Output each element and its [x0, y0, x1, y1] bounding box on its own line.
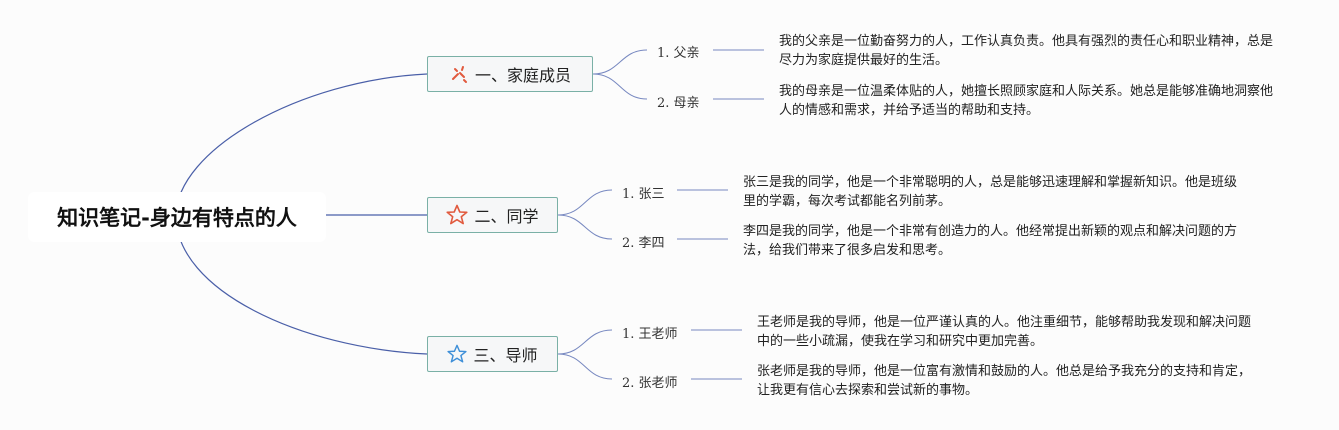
connector-root-to-mentors [175, 215, 428, 355]
subtopic-lisi[interactable]: 2. 李四 [622, 232, 665, 251]
sparkle-icon [449, 64, 469, 84]
star-outline-red-icon [446, 204, 469, 226]
sub-connectors [557, 49, 764, 380]
topic-family-members[interactable]: 一、家庭成员 [427, 56, 593, 92]
subtopic-father[interactable]: 1. 父亲 [657, 42, 700, 61]
root-topic-label: 知识笔记-身边有特点的人 [57, 206, 297, 230]
subtopic-teacher-zhang-label: 2. 张老师 [622, 376, 678, 391]
connector-family-father [592, 49, 648, 75]
topic-mentors-label: 三、导师 [473, 346, 538, 365]
connector-family-mother [592, 73, 648, 100]
connector-classmates-lisi [557, 214, 613, 240]
subtopic-mother[interactable]: 2. 母亲 [657, 92, 700, 111]
topic-classmates-label: 二、同学 [474, 207, 539, 226]
connector-mentors-wang [557, 329, 613, 355]
note-teacher-zhang: 张老师是我的导师，他是一位富有激情和鼓励的人。他总是给予我充分的支持和肯定，让我… [757, 364, 1252, 398]
star-outline-blue-icon [447, 344, 468, 364]
main-connectors [175, 73, 428, 355]
subtopic-father-label: 1. 父亲 [657, 46, 700, 61]
subtopic-lisi-label: 2. 李四 [622, 236, 665, 251]
note-mother: 我的母亲是一位温柔体贴的人，她擅长照顾家庭和人际关系。她总是能够准确地洞察他人的… [779, 84, 1274, 118]
connector-root-to-family [175, 73, 428, 217]
topic-mentors[interactable]: 三、导师 [427, 336, 558, 372]
note-zhangsan: 张三是我的同学，他是一个非常聪明的人，总是能够迅速理解和掌握新知识。他是班级里的… [743, 175, 1238, 209]
subtopic-teacher-wang[interactable]: 1. 王老师 [622, 323, 678, 342]
topic-family-members-label: 一、家庭成员 [474, 66, 571, 85]
subtopic-zhangsan[interactable]: 1. 张三 [622, 183, 665, 202]
connector-classmates-zhangsan [557, 189, 613, 216]
connector-mentors-zhang [557, 353, 613, 380]
subtopic-mother-label: 2. 母亲 [657, 96, 700, 111]
note-teacher-wang: 王老师是我的导师，他是一位严谨认真的人。他注重细节，能够帮助我发现和解决问题中的… [757, 315, 1252, 349]
note-father: 我的父亲是一位勤奋努力的人，工作认真负责。他具有强烈的责任心和职业精神，总是尽力… [779, 34, 1274, 68]
topic-classmates[interactable]: 二、同学 [427, 197, 558, 233]
subtopic-teacher-wang-label: 1. 王老师 [622, 327, 678, 342]
note-lisi: 李四是我的同学，他是一个非常有创造力的人。他经常提出新颖的观点和解决问题的方法，… [743, 224, 1238, 258]
root-topic[interactable]: 知识笔记-身边有特点的人 [28, 192, 326, 242]
subtopic-teacher-zhang[interactable]: 2. 张老师 [622, 372, 678, 391]
subtopic-zhangsan-label: 1. 张三 [622, 187, 665, 202]
